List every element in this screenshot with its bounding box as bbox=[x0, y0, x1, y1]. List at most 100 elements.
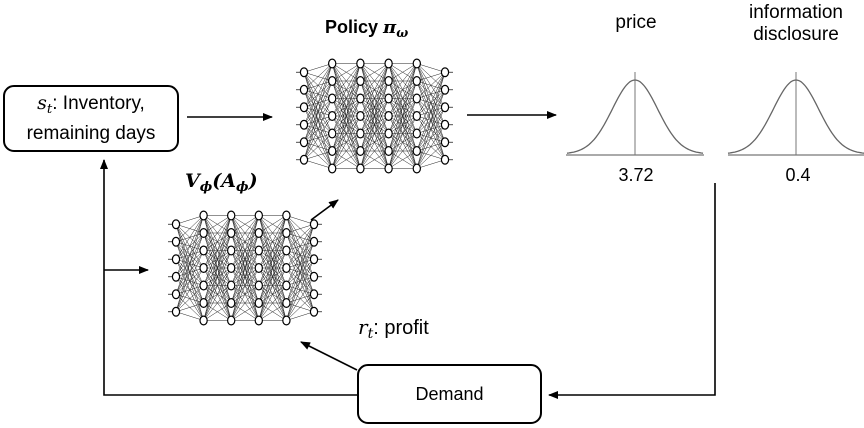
policy-network-edge bbox=[303, 159, 333, 169]
state-description-1: : Inventory, bbox=[52, 93, 145, 114]
policy-network-edge bbox=[388, 63, 418, 169]
policy-network-edge bbox=[303, 63, 333, 90]
policy-network-node bbox=[412, 146, 421, 157]
policy-network-edge bbox=[360, 150, 389, 169]
value-network-edge bbox=[230, 215, 260, 321]
policy-network-edge bbox=[416, 72, 446, 152]
policy-network-edge bbox=[416, 72, 446, 99]
policy-network-edge bbox=[360, 80, 389, 169]
policy-network-node bbox=[356, 163, 365, 174]
value-network-node bbox=[171, 289, 181, 300]
value-network-node bbox=[226, 280, 236, 291]
info-heading: information disclosure bbox=[728, 2, 864, 46]
policy-network-node bbox=[356, 93, 365, 104]
value-network-node bbox=[309, 271, 319, 282]
policy-network-node bbox=[412, 93, 421, 104]
policy-network-edge bbox=[416, 72, 446, 169]
policy-network-node bbox=[299, 84, 309, 95]
value-network-edge bbox=[175, 215, 204, 312]
policy-network-edge bbox=[416, 142, 446, 169]
value-network-node bbox=[254, 210, 263, 221]
value-network-node bbox=[309, 306, 319, 317]
policy-network-edge bbox=[388, 115, 418, 169]
policy-network-node bbox=[384, 110, 393, 121]
value-network-node bbox=[171, 254, 181, 265]
policy-network-edge bbox=[416, 107, 446, 169]
value-network-edge bbox=[286, 215, 315, 225]
policy-network-edge bbox=[331, 63, 361, 152]
policy-network-node bbox=[299, 137, 309, 148]
policy-network-edge bbox=[332, 63, 361, 99]
policy-network-node bbox=[384, 146, 393, 157]
value-network-node bbox=[254, 280, 263, 291]
value-network-node bbox=[282, 210, 291, 221]
value-network-node bbox=[226, 298, 236, 309]
arrow-outputs-to-demand bbox=[548, 183, 716, 399]
policy-symbol: π bbox=[383, 17, 397, 38]
value-network-node bbox=[226, 245, 236, 256]
policy-network-edge bbox=[360, 98, 389, 169]
policy-network-connections bbox=[303, 63, 446, 169]
policy-network-node bbox=[384, 75, 393, 86]
info-bell-curve bbox=[727, 79, 864, 154]
value-network-edge bbox=[286, 224, 315, 304]
value-network-edge bbox=[258, 285, 287, 321]
policy-network-edge bbox=[388, 63, 418, 117]
policy-network bbox=[296, 58, 453, 174]
value-network-node bbox=[199, 245, 208, 256]
price-heading: price bbox=[615, 12, 657, 33]
policy-network-edge bbox=[303, 63, 333, 108]
policy-network-edge bbox=[388, 150, 417, 169]
value-network-edge bbox=[258, 302, 287, 321]
policy-network-edge bbox=[388, 63, 417, 82]
policy-network-node bbox=[356, 75, 365, 86]
value-network-connections bbox=[175, 215, 315, 321]
value-network-node bbox=[199, 298, 208, 309]
value-network-node bbox=[282, 245, 291, 256]
value-network-edge bbox=[286, 259, 315, 321]
value-network-edge bbox=[175, 215, 204, 295]
reward-description: : profit bbox=[373, 317, 429, 339]
value-network-node bbox=[309, 236, 319, 247]
value-network-node bbox=[254, 228, 263, 239]
value-network-node bbox=[226, 315, 236, 326]
value-network-edge bbox=[203, 215, 232, 321]
policy-network-edge bbox=[360, 63, 389, 152]
policy-network-node bbox=[356, 58, 365, 69]
value-network-edge bbox=[203, 215, 232, 251]
policy-network-node bbox=[440, 119, 450, 130]
value-network-node bbox=[199, 210, 208, 221]
value-network-node bbox=[254, 315, 263, 326]
value-network-node bbox=[254, 298, 263, 309]
policy-network-edge bbox=[388, 98, 418, 169]
policy-network-edge bbox=[360, 63, 389, 134]
value-network-edge bbox=[286, 224, 315, 269]
policy-network-edge bbox=[332, 63, 361, 82]
policy-network-edge bbox=[303, 115, 333, 160]
value-network-edge bbox=[286, 224, 315, 286]
policy-label: Policy bbox=[325, 17, 384, 37]
value-network-edge bbox=[286, 241, 315, 321]
value-network-edge bbox=[231, 285, 259, 321]
info-value: 0.4 bbox=[785, 165, 811, 185]
value-network-edge bbox=[286, 276, 315, 321]
value-network-node bbox=[282, 263, 291, 274]
value-network-node bbox=[171, 271, 181, 282]
value-network-edge bbox=[203, 215, 232, 234]
value-network-node bbox=[199, 315, 208, 326]
policy-network-edge bbox=[331, 98, 361, 169]
value-network-edge bbox=[230, 215, 260, 269]
value-network-edge bbox=[258, 215, 287, 321]
value-network-node bbox=[309, 289, 319, 300]
value-network-edge bbox=[230, 232, 260, 321]
policy-network-node bbox=[328, 75, 337, 86]
value-symbol: V bbox=[185, 170, 200, 192]
policy-network-edge bbox=[360, 115, 389, 169]
value-symbol-subscript: ϕ bbox=[199, 179, 213, 195]
advantage-symbol: A bbox=[221, 170, 237, 192]
value-network-node bbox=[226, 228, 236, 239]
advantage-symbol-subscript: ϕ bbox=[236, 179, 249, 195]
value-network-edge bbox=[175, 250, 204, 312]
value-network-edge bbox=[203, 215, 232, 269]
state-symbol-subscript: t bbox=[46, 101, 53, 117]
